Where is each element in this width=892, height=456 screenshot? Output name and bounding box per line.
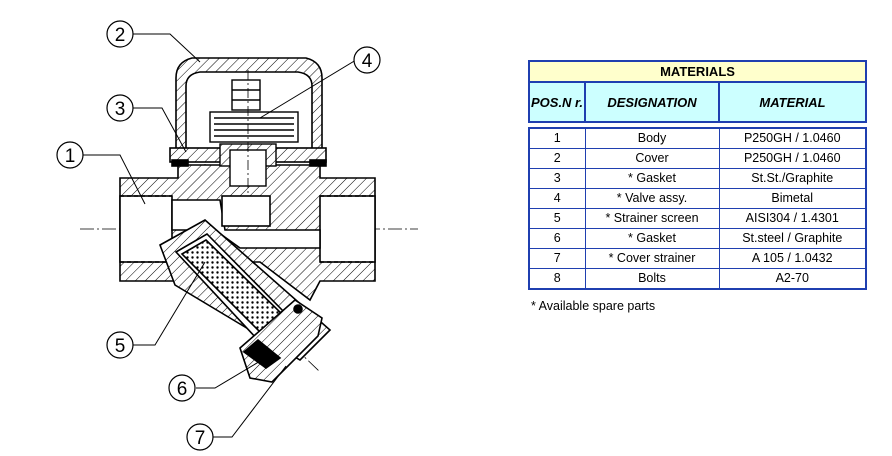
material-cell: A2-70: [718, 268, 867, 290]
header-material: MATERIAL: [718, 81, 867, 123]
pos-cell: 5: [528, 208, 586, 229]
callout-7: 7: [186, 423, 214, 451]
table-row: 5 * Strainer screen AISI304 / 1.4301: [528, 208, 867, 229]
material-cell: Bimetal: [718, 188, 867, 209]
table-row: 2 Cover P250GH / 1.0460: [528, 148, 867, 169]
trap-body: [119, 164, 376, 302]
table-row: 8 Bolts A2-70: [528, 268, 867, 290]
spare-parts-footnote: * Available spare parts: [531, 299, 656, 313]
designation-cell: Bolts: [584, 268, 720, 290]
materials-title-row: MATERIALS: [528, 60, 867, 83]
callout-1: 1: [56, 141, 84, 169]
designation-cell: * Gasket: [584, 228, 720, 249]
table-row: 4 * Valve assy. Bimetal: [528, 188, 867, 209]
valve-assembly: [209, 70, 299, 196]
callout-2: 2: [106, 20, 134, 48]
callout-5: 5: [106, 331, 134, 359]
material-cell: AISI304 / 1.4301: [718, 208, 867, 229]
designation-cell: * Strainer screen: [584, 208, 720, 229]
pos-cell: 8: [528, 268, 586, 290]
materials-table: MATERIALS POS.N r. DESIGNATION MATERIAL …: [528, 60, 867, 290]
materials-title: MATERIALS: [528, 60, 867, 83]
callout-3: 3: [106, 94, 134, 122]
svg-text:4: 4: [362, 51, 373, 72]
table-row: 6 * Gasket St.steel / Graphite: [528, 228, 867, 249]
designation-cell: * Gasket: [584, 168, 720, 189]
table-row: 3 * Gasket St.St./Graphite: [528, 168, 867, 189]
table-row: 1 Body P250GH / 1.0460: [528, 127, 867, 149]
material-cell: P250GH / 1.0460: [718, 148, 867, 169]
header-designation: DESIGNATION: [584, 81, 720, 123]
pos-cell: 4: [528, 188, 586, 209]
materials-header-row: POS.N r. DESIGNATION MATERIAL: [528, 81, 867, 123]
pos-cell: 2: [528, 148, 586, 169]
material-cell: St.steel / Graphite: [718, 228, 867, 249]
svg-text:5: 5: [115, 336, 126, 357]
designation-cell: Body: [584, 127, 720, 149]
pos-cell: 7: [528, 248, 586, 269]
svg-text:6: 6: [177, 379, 188, 400]
svg-text:1: 1: [65, 146, 76, 167]
leader-lines: [83, 33, 377, 438]
material-cell: A 105 / 1.0432: [718, 248, 867, 269]
svg-text:3: 3: [115, 99, 126, 120]
material-cell: St.St./Graphite: [718, 168, 867, 189]
pos-cell: 6: [528, 228, 586, 249]
designation-cell: Cover: [584, 148, 720, 169]
callout-6: 6: [168, 374, 196, 402]
svg-text:2: 2: [115, 25, 126, 46]
header-pos: POS.N r.: [528, 81, 586, 123]
designation-cell: * Valve assy.: [584, 188, 720, 209]
designation-cell: * Cover strainer: [584, 248, 720, 269]
callout-4: 4: [353, 46, 381, 74]
table-row: 7 * Cover strainer A 105 / 1.0432: [528, 248, 867, 269]
svg-text:7: 7: [195, 428, 206, 449]
pos-cell: 3: [528, 168, 586, 189]
pos-cell: 1: [528, 127, 586, 149]
strainer-leg: [159, 219, 332, 383]
steam-trap-section-drawing: 2 4 3 1 5 6 7: [56, 20, 418, 451]
material-cell: P250GH / 1.0460: [718, 127, 867, 149]
